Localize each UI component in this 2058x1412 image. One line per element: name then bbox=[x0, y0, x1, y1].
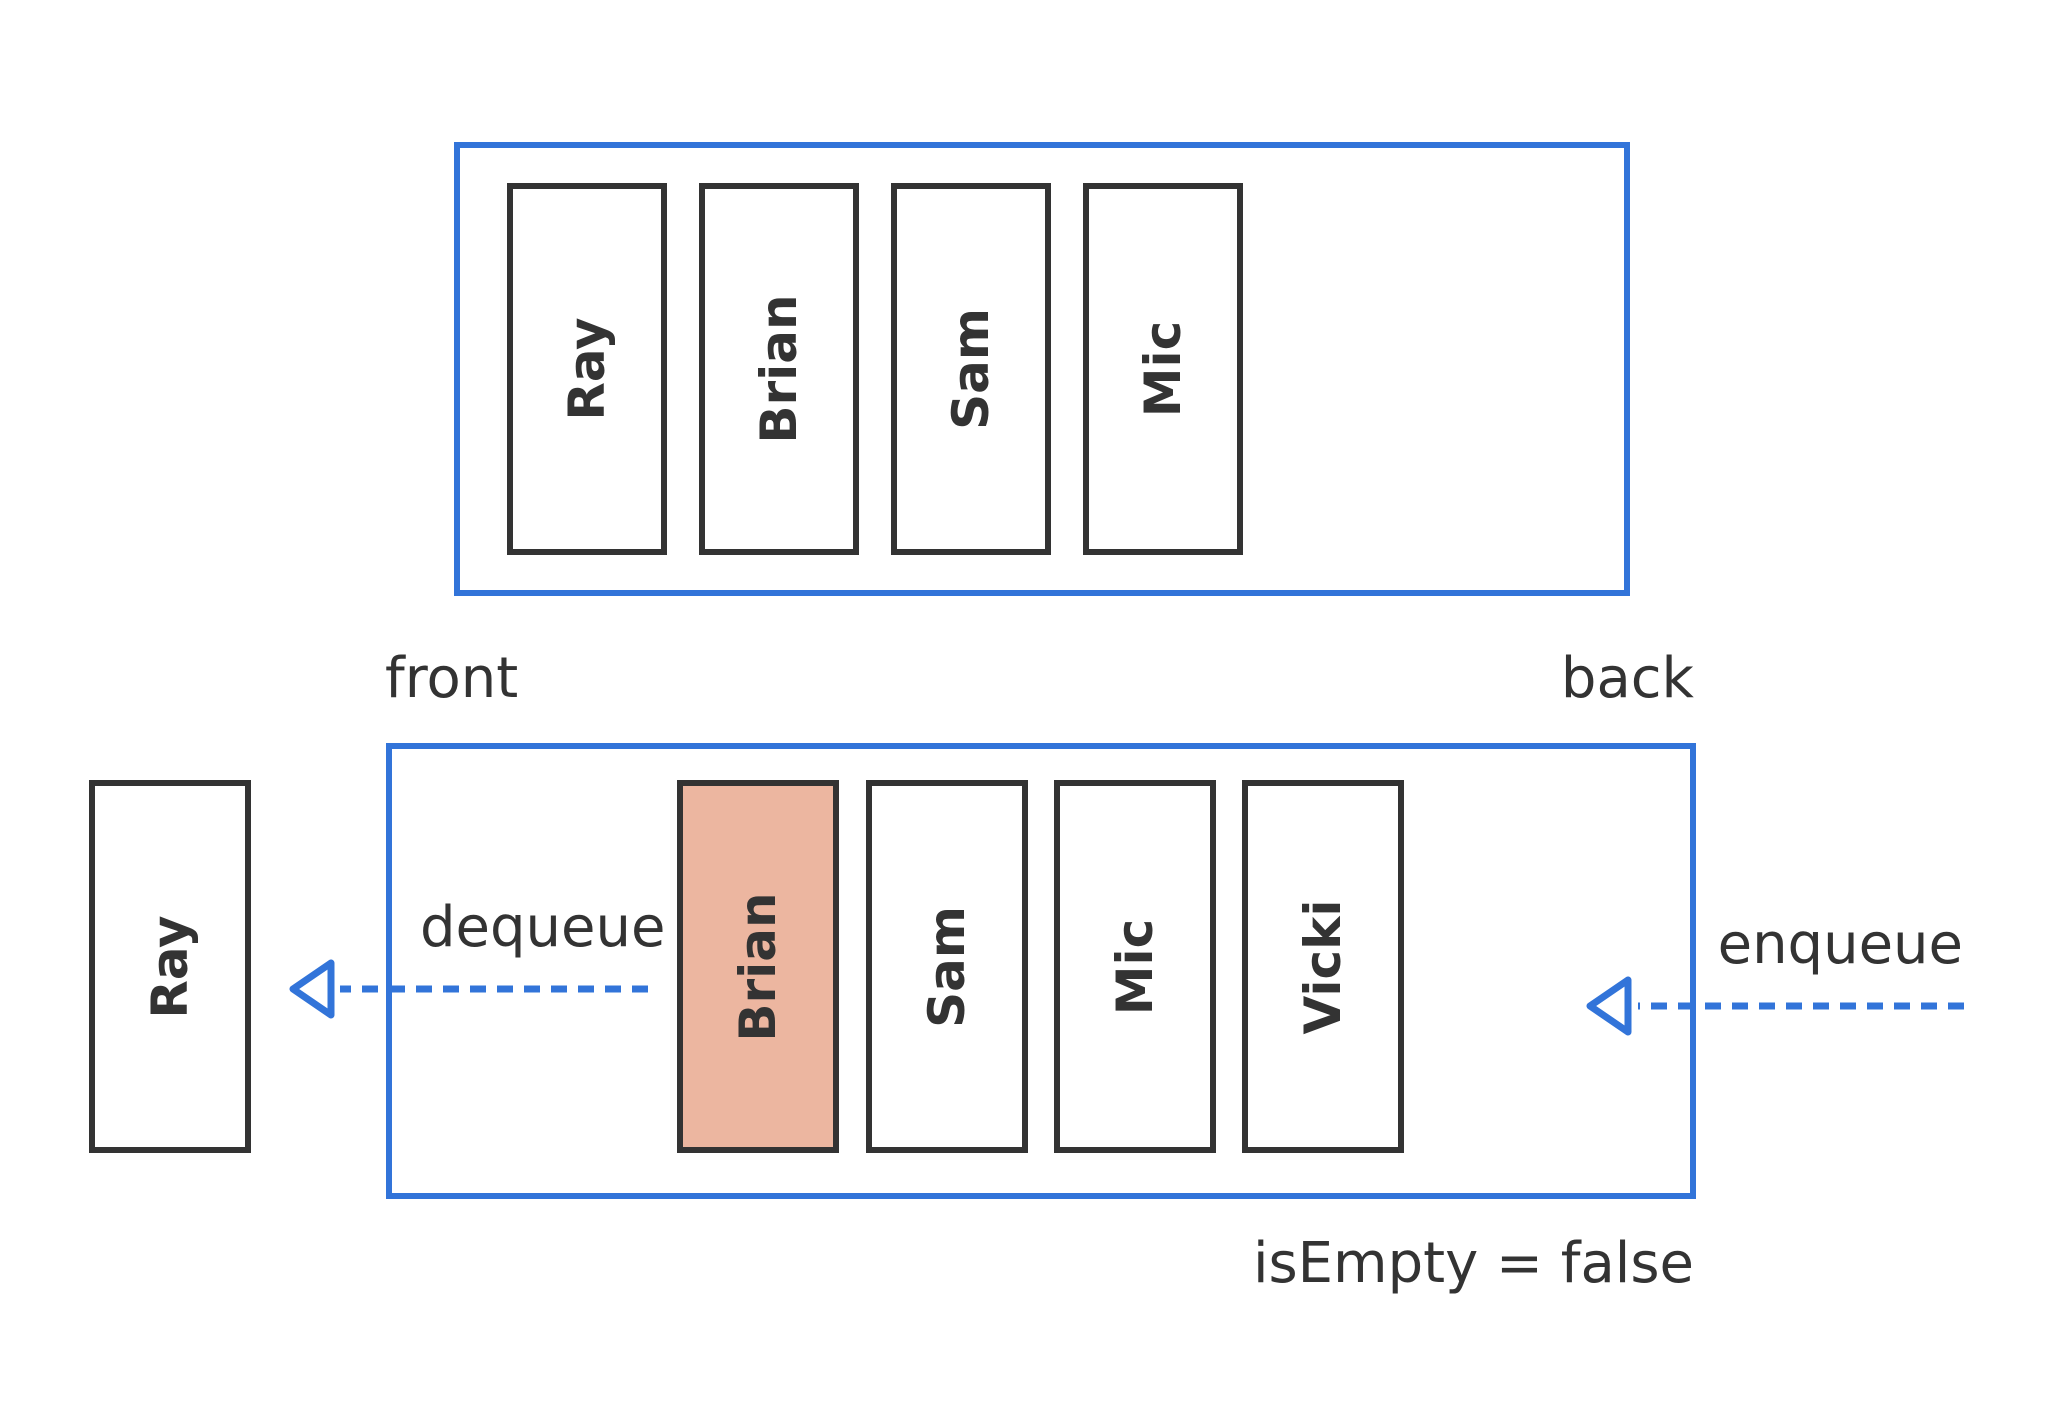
dequeue-arrow-head-icon bbox=[289, 959, 335, 1019]
dequeued-item-ray: Ray bbox=[89, 780, 251, 1153]
enqueue-arrow-head-icon bbox=[1586, 976, 1632, 1036]
top-queue-item-sam: Sam bbox=[891, 183, 1051, 555]
bottom-queue-item-sam: Sam bbox=[866, 780, 1028, 1153]
bottom-queue-item-vicki: Vicki bbox=[1242, 780, 1404, 1153]
dequeue-label: dequeue bbox=[420, 895, 666, 960]
top-queue-container bbox=[454, 142, 1630, 596]
front-label: front bbox=[385, 646, 519, 711]
top-queue-item-ray: Ray bbox=[507, 183, 667, 555]
bottom-queue-item-brian: Brian bbox=[677, 780, 839, 1153]
is-empty-label: isEmpty = false bbox=[1252, 1231, 1694, 1296]
top-queue-item-mic: Mic bbox=[1083, 183, 1243, 555]
bottom-queue-item-mic: Mic bbox=[1054, 780, 1216, 1153]
bottom-queue-container bbox=[386, 743, 1696, 1199]
back-label: back bbox=[1560, 646, 1694, 711]
top-queue-item-brian: Brian bbox=[699, 183, 859, 555]
enqueue-label: enqueue bbox=[1717, 912, 1963, 977]
